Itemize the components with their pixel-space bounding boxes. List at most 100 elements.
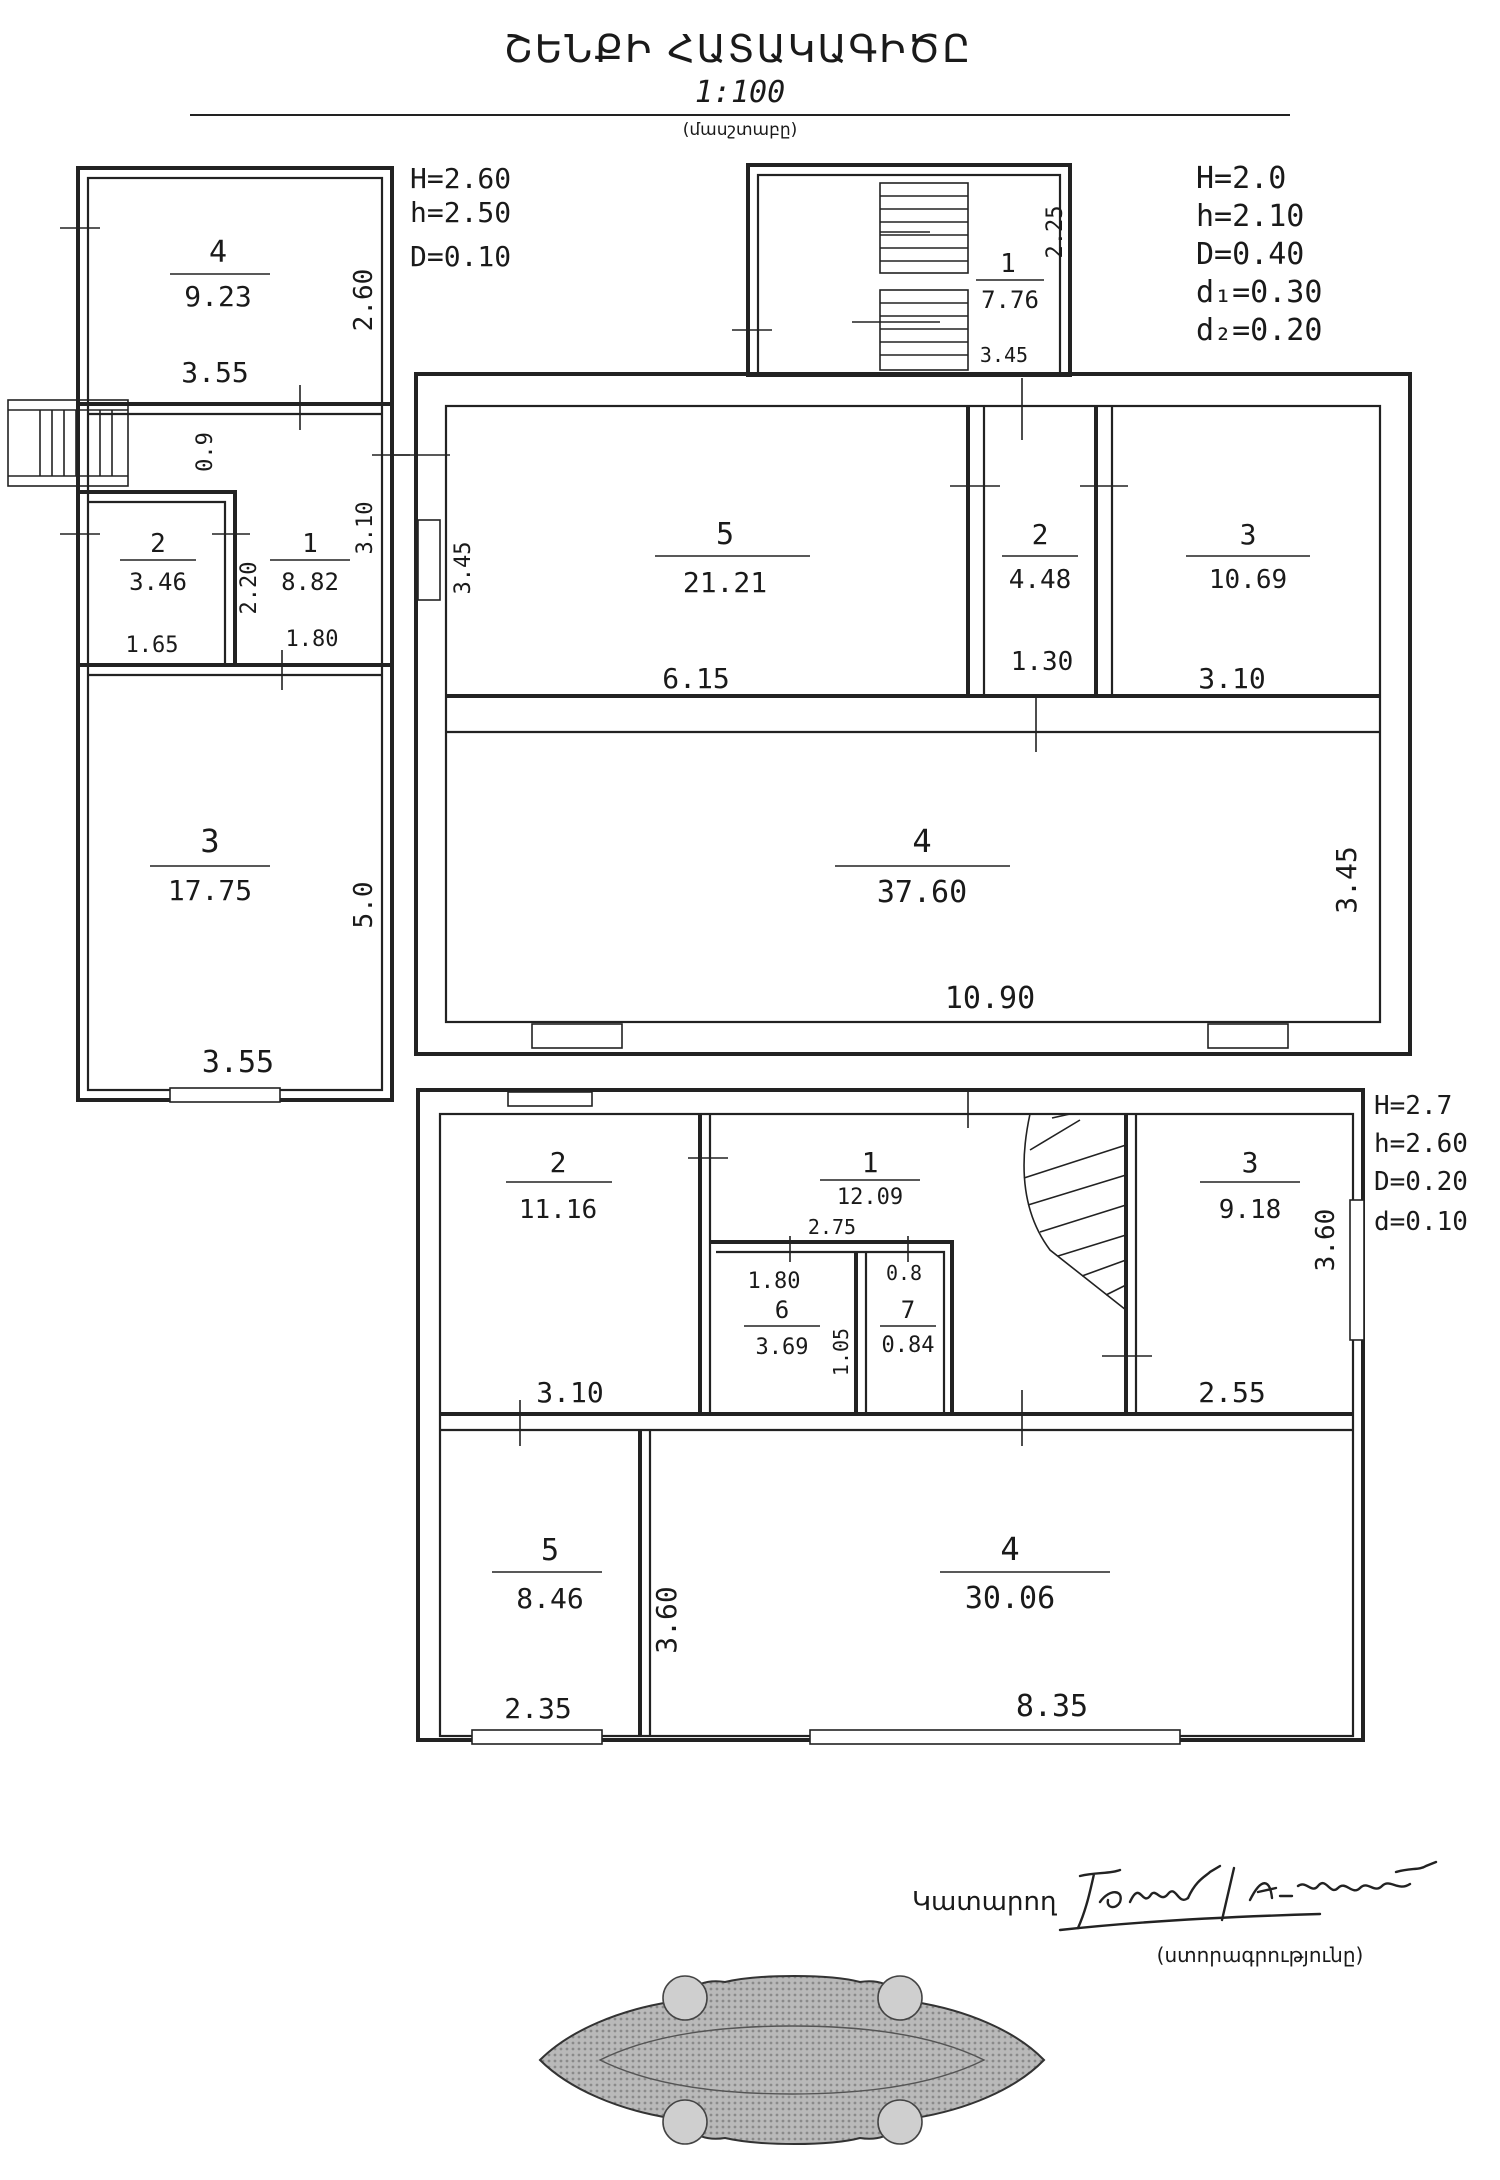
block-b-height-d1: d₁=0.30 xyxy=(1196,275,1322,310)
svg-text:3.69: 3.69 xyxy=(756,1335,809,1360)
block-b-dim-stair-width: 3.45 xyxy=(980,343,1028,367)
svg-text:2: 2 xyxy=(1032,518,1049,551)
block-a-room-2-label: 2 3.46 xyxy=(120,529,196,596)
block-b-height-H: H=2.0 xyxy=(1196,161,1286,196)
svg-text:4: 4 xyxy=(1000,1530,1019,1568)
svg-text:2: 2 xyxy=(550,1146,567,1179)
block-a-dim-r2-width: 1.65 xyxy=(126,633,179,658)
block-c-room-3-label: 3 9.18 xyxy=(1200,1146,1300,1225)
svg-text:21.21: 21.21 xyxy=(683,566,767,599)
block-a-dim-r4-width: 3.55 xyxy=(181,356,248,389)
svg-text:6: 6 xyxy=(775,1296,789,1324)
header: ՇԵՆՔԻ ՀԱՏԱԿԱԳԻԾԸ 1:100 (մասշտաբը) xyxy=(190,27,1290,140)
svg-text:4.48: 4.48 xyxy=(1009,565,1072,595)
block-a-dim-r2-height: 2.20 xyxy=(237,562,262,615)
block-a-plan: H=2.60 h=2.50 D=0.10 4 9.23 2 3.46 1 8.8… xyxy=(7,162,511,1103)
block-a-dim-r1-width: 1.80 xyxy=(286,627,339,652)
block-c-dim-r5-width: 2.35 xyxy=(504,1692,571,1725)
svg-text:37.60: 37.60 xyxy=(877,875,967,910)
footer: Կատարող (ստորագրությունը) xyxy=(538,1860,1438,2145)
svg-text:5: 5 xyxy=(541,1533,559,1568)
block-b-height-d2: d₂=0.20 xyxy=(1196,313,1322,348)
svg-text:1: 1 xyxy=(862,1146,879,1179)
block-c-dim-r6-width: 1.80 xyxy=(748,1269,801,1294)
block-c-dim-r3-height: 3.60 xyxy=(1311,1209,1341,1272)
decorative-seal xyxy=(538,1975,1046,2145)
plan-title: ՇԵՆՔԻ ՀԱՏԱԿԱԳԻԾԸ xyxy=(504,27,972,71)
block-a-height-h: h=2.50 xyxy=(410,196,511,229)
block-c-height-D: D=0.20 xyxy=(1374,1167,1468,1197)
block-c-room-2-label: 2 11.16 xyxy=(506,1146,612,1225)
window-a-bottom xyxy=(169,1087,281,1103)
svg-text:5: 5 xyxy=(716,517,734,552)
svg-text:3: 3 xyxy=(1242,1146,1259,1179)
svg-text:30.06: 30.06 xyxy=(965,1581,1055,1616)
signature-scribble xyxy=(1058,1860,1438,1932)
svg-text:2: 2 xyxy=(150,529,166,559)
block-a-room2-wall xyxy=(80,490,237,665)
block-b-dim-stair-height: 2.25 xyxy=(1043,206,1068,259)
block-b-room-2-label: 2 4.48 xyxy=(1002,518,1078,595)
block-a-dim-r3-height: 5.0 xyxy=(349,882,379,929)
block-b-dim-r3-width: 3.10 xyxy=(1198,662,1265,695)
svg-text:10.69: 10.69 xyxy=(1209,565,1287,595)
block-b-inner-wall xyxy=(444,404,1382,1024)
block-b-height-D: D=0.40 xyxy=(1196,237,1304,272)
window-c-top-1 xyxy=(507,1091,593,1107)
window-c-bottom-2 xyxy=(809,1729,1181,1745)
exterior-stair xyxy=(7,399,129,487)
window-b-bottom-2 xyxy=(1207,1023,1289,1049)
block-a-dim-r3-width: 3.55 xyxy=(202,1045,274,1080)
block-b-outer-wall xyxy=(414,372,1412,1056)
svg-text:8.46: 8.46 xyxy=(516,1582,583,1615)
svg-text:3.46: 3.46 xyxy=(129,568,187,596)
block-b-dim-r5-width: 6.15 xyxy=(662,662,729,695)
block-c-height-h: h=2.60 xyxy=(1374,1129,1468,1159)
svg-text:3: 3 xyxy=(200,822,219,860)
svg-text:0.84: 0.84 xyxy=(882,1333,935,1358)
plan-scale: 1:100 xyxy=(695,75,785,110)
svg-text:9.18: 9.18 xyxy=(1219,1195,1282,1225)
block-c-dim-r6-height: 1.05 xyxy=(829,1328,853,1376)
svg-text:8.82: 8.82 xyxy=(281,568,339,596)
block-b-dim-r4-height: 3.45 xyxy=(1330,846,1363,913)
svg-text:1: 1 xyxy=(302,529,318,559)
window-c-right xyxy=(1349,1199,1365,1341)
block-a-room-4-label: 4 9.23 xyxy=(170,235,270,313)
block-c-dim-r2-width: 3.10 xyxy=(536,1376,603,1409)
svg-text:4: 4 xyxy=(912,822,931,860)
block-b-height-h: h=2.10 xyxy=(1196,199,1304,234)
svg-text:12.09: 12.09 xyxy=(837,1185,903,1210)
block-b-room-1-label: 1 7.76 xyxy=(976,249,1044,314)
window-c-bottom-1 xyxy=(471,1729,603,1745)
block-a-dim-r4-height: 2.60 xyxy=(349,269,379,332)
block-c-room-6-label: 6 3.69 xyxy=(744,1296,820,1360)
block-a-room2-wall-in xyxy=(88,500,227,665)
block-b-dim-r4-width: 10.90 xyxy=(945,981,1035,1016)
svg-text:17.75: 17.75 xyxy=(168,874,252,907)
window-b-bottom-1 xyxy=(531,1023,623,1049)
block-a-dim-stair-gap: 0.9 xyxy=(193,432,218,472)
stair-tower-steps xyxy=(852,182,969,371)
svg-text:4: 4 xyxy=(209,235,227,270)
block-b-room-3-label: 3 10.69 xyxy=(1186,518,1310,595)
svg-text:11.16: 11.16 xyxy=(519,1195,597,1225)
block-a-dim-mid-height: 3.10 xyxy=(353,502,378,555)
block-a-room-3-label: 3 17.75 xyxy=(150,822,270,907)
block-b-dim-r5-height: 3.45 xyxy=(451,542,476,595)
block-c-plan: H=2.7 h=2.60 D=0.20 d=0.10 2 11.16 1 12.… xyxy=(416,1088,1468,1745)
block-b-room-5-label: 5 21.21 xyxy=(655,517,810,599)
svg-text:1: 1 xyxy=(1000,249,1016,279)
svg-text:7.76: 7.76 xyxy=(981,286,1039,314)
performer-label: Կատարող xyxy=(912,1887,1057,1917)
block-c-room-4-label: 4 30.06 xyxy=(940,1530,1110,1616)
block-c-room-5-label: 5 8.46 xyxy=(492,1533,602,1615)
signature-caption: (ստորագրությունը) xyxy=(1157,1943,1364,1967)
svg-text:7: 7 xyxy=(901,1296,915,1324)
block-a-height-D: D=0.10 xyxy=(410,240,511,273)
block-b-plan: H=2.0 h=2.10 D=0.40 d₁=0.30 d₂=0.20 1 7.… xyxy=(390,161,1412,1056)
block-c-height-d: d=0.10 xyxy=(1374,1207,1468,1237)
block-c-dim-r7-width: 0.8 xyxy=(886,1261,922,1285)
block-b-room-4-label: 4 37.60 xyxy=(835,822,1010,910)
